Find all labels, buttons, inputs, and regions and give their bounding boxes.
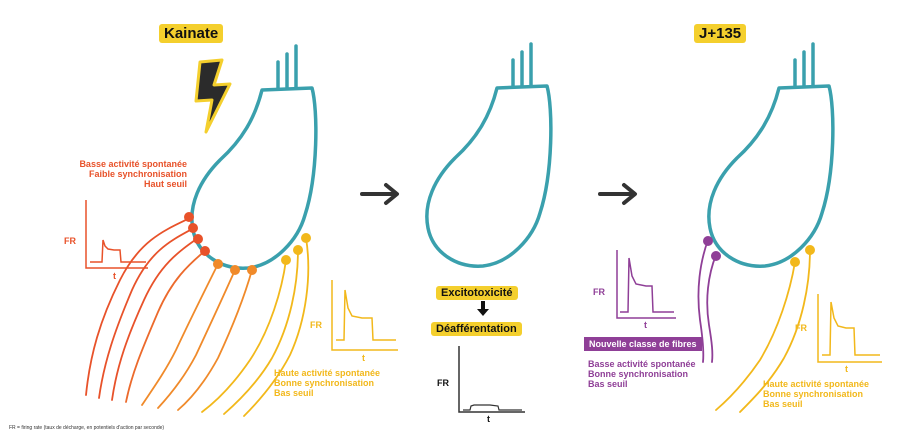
yellow-fibers — [201, 237, 310, 417]
plot-yellow-1-ylabel: FR — [310, 320, 322, 330]
purple-synapses — [703, 236, 721, 261]
high-activity-line-2: Bonne synchronisation — [274, 378, 375, 388]
red-synapses — [184, 212, 210, 256]
plot-yellow-2-ylabel: FR — [795, 323, 807, 333]
high-activity-line-3: Bas seuil — [274, 388, 314, 398]
high-activity-2-line-2: Bonne synchronisation — [763, 389, 864, 399]
plot-yellow-1-xlabel: t — [362, 353, 365, 363]
hair-cell-body-2 — [425, 84, 553, 268]
down-arrow-icon — [477, 301, 489, 316]
high-activity-2-line-3: Bas seuil — [763, 399, 803, 409]
high-activity-2-line-1: Haute activité spontanée — [763, 379, 870, 389]
low-activity-line-3: Haut seuil — [143, 179, 187, 189]
yellow-fibers-3 — [715, 249, 811, 413]
footnote: FR = firing rate (taux de décharge, en p… — [9, 425, 165, 431]
title-kainate: Kainate — [159, 24, 224, 43]
plot-red-xlabel: t — [113, 271, 116, 281]
plot-yellow-1 — [331, 280, 398, 351]
plot-yellow-2-axes — [817, 294, 882, 363]
plot-yellow-2-xlabel: t — [845, 364, 848, 374]
plot-purple-ylabel: FR — [593, 287, 605, 297]
high-activity-label-group-1: Haute activité spontanée Bonne synchroni… — [274, 368, 380, 398]
low-activity-label-group: Basse activité spontanée Faible synchron… — [75, 159, 187, 189]
purple-label-group: Basse activité spontanée Bonne synchroni… — [588, 359, 696, 389]
plot-purple-axes — [616, 250, 676, 319]
yellow-synapses — [281, 233, 311, 265]
plot-red-ylabel: FR — [64, 236, 76, 246]
red-fibers — [85, 217, 207, 403]
stereocilia — [276, 44, 298, 90]
plot-flat-ylabel: FR — [437, 378, 449, 388]
high-activity-label-group-2: Haute activité spontanée Bonne synchroni… — [763, 379, 869, 409]
orange-fibers — [141, 263, 253, 411]
purple-line-2: Bonne synchronisation — [588, 369, 689, 379]
new-class-badge: Nouvelle classe de fibres — [584, 337, 702, 351]
arrow-1 — [360, 183, 399, 205]
hair-cell-body — [190, 86, 318, 270]
plot-yellow-2 — [817, 294, 882, 363]
purple-line-3: Bas seuil — [588, 379, 628, 389]
arrow-2 — [598, 183, 637, 205]
plot-purple-trace — [620, 257, 674, 313]
plot-red-trace — [90, 239, 146, 263]
plot-yellow-1-axes — [331, 280, 398, 351]
panel-1-cell — [190, 44, 318, 270]
hair-cell-body-3 — [707, 84, 835, 268]
plot-yellow-1-trace — [336, 289, 396, 341]
purple-fibers — [697, 239, 717, 363]
panel-3-cell — [707, 42, 835, 268]
plot-red — [85, 200, 148, 269]
plot-flat-axes — [458, 346, 525, 413]
low-activity-line-2: Faible synchronisation — [88, 169, 187, 179]
yellow-synapses-3 — [790, 245, 815, 267]
plot-yellow-2-trace — [822, 301, 880, 356]
plot-flat-trace — [463, 404, 522, 411]
high-activity-line-1: Haute activité spontanée — [274, 368, 381, 378]
stereocilia-3 — [793, 42, 815, 88]
stereocilia-2 — [511, 42, 533, 88]
orange-synapses — [213, 259, 257, 275]
plot-flat-xlabel: t — [487, 414, 490, 424]
panel-2-cell — [425, 42, 553, 268]
plot-flat — [458, 346, 525, 413]
low-activity-line-1: Basse activité spontanée — [79, 159, 187, 169]
plot-red-axes — [85, 200, 148, 269]
plot-purple — [616, 250, 676, 319]
excitotoxicity-label: Excitotoxicité — [436, 286, 518, 300]
deafferentation-label: Déafférentation — [431, 322, 522, 336]
plot-purple-xlabel: t — [644, 320, 647, 330]
lightning-bolt-icon — [194, 58, 232, 134]
purple-line-1: Basse activité spontanée — [588, 359, 696, 369]
title-j135: J+135 — [694, 24, 747, 43]
